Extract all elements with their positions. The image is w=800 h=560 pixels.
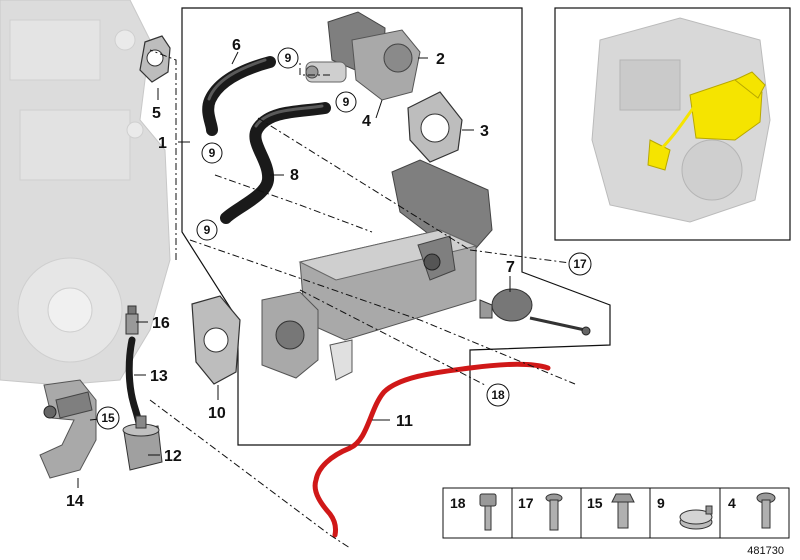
- torx-screw-icon: [756, 492, 776, 529]
- circled-callout-17: 17: [568, 252, 592, 276]
- circled-callout-9-c: 9: [201, 142, 223, 164]
- svg-text:17: 17: [573, 257, 587, 271]
- bracket-14: [39, 379, 97, 479]
- callout-4: 4: [362, 113, 371, 130]
- circled-callouts: 9 9 9 9 15 17 18: [96, 47, 592, 430]
- callout-12: 12: [164, 448, 182, 465]
- legend-item-4: 4: [728, 492, 776, 529]
- callout-6: 6: [232, 37, 241, 54]
- inset-engine-overview: [554, 7, 791, 241]
- coolant-hose-6: [202, 56, 276, 136]
- hose-clamp-icon: [679, 505, 713, 530]
- callout-1: 1: [158, 135, 167, 152]
- svg-text:4: 4: [728, 495, 736, 511]
- callout-numbers: 1 2 3 4 5 6 7 8 10 11 12 13 14 16: [66, 37, 515, 510]
- callout-8: 8: [290, 167, 299, 184]
- svg-text:9: 9: [657, 495, 665, 511]
- coolant-hose-8: [220, 102, 331, 224]
- gasket-10: [191, 295, 241, 385]
- callout-14: 14: [66, 493, 84, 510]
- svg-text:15: 15: [101, 411, 115, 425]
- circled-callout-15: 15: [96, 406, 120, 430]
- circled-callout-9-a: 9: [277, 47, 299, 69]
- svg-text:9: 9: [209, 146, 216, 160]
- dash-dot-leaders: [89, 49, 579, 549]
- egr-cooler-1: [261, 159, 493, 381]
- legend-item-18: 18: [450, 493, 497, 531]
- svg-text:9: 9: [285, 51, 292, 65]
- circled-callout-9-d: 9: [196, 219, 218, 241]
- gasket-3: [407, 91, 463, 163]
- circled-callout-9-b: 9: [335, 91, 357, 113]
- hex-socket-bolt-icon: [479, 493, 497, 531]
- svg-text:17: 17: [518, 495, 534, 511]
- ghost-engine-block: [0, 0, 171, 386]
- callout-5: 5: [152, 105, 161, 122]
- legend-item-15: 15: [587, 493, 635, 529]
- hex-bolt-icon: [545, 493, 563, 531]
- svg-text:18: 18: [491, 388, 505, 402]
- svg-text:15: 15: [587, 495, 603, 511]
- egr-valve-2: [305, 11, 421, 101]
- callout-11: 11: [396, 413, 413, 430]
- callout-7: 7: [506, 259, 515, 276]
- assembly-frame: [181, 7, 611, 446]
- callout-3: 3: [480, 123, 489, 140]
- vacuum-line-11-highlighted: [312, 361, 551, 538]
- flange-bolt-icon: [611, 493, 635, 529]
- legend-item-17: 17: [518, 493, 563, 531]
- filter-12: [122, 415, 163, 471]
- document-number: 481730: [747, 545, 784, 557]
- svg-text:9: 9: [204, 223, 211, 237]
- svg-text:9: 9: [343, 95, 350, 109]
- legend-item-9: 9: [657, 495, 713, 530]
- callout-10: 10: [208, 405, 226, 422]
- gasket-5: [139, 35, 171, 83]
- callout-2: 2: [436, 51, 445, 68]
- fastener-legend: 18 17 15 9: [442, 487, 790, 539]
- svg-text:18: 18: [450, 495, 466, 511]
- vacuum-actuator-7: [479, 288, 591, 336]
- callout-16: 16: [152, 315, 170, 332]
- connector-16: [125, 305, 139, 335]
- circled-callout-18: 18: [486, 383, 510, 407]
- callout-leaders: [77, 51, 511, 488]
- callout-13: 13: [150, 368, 168, 385]
